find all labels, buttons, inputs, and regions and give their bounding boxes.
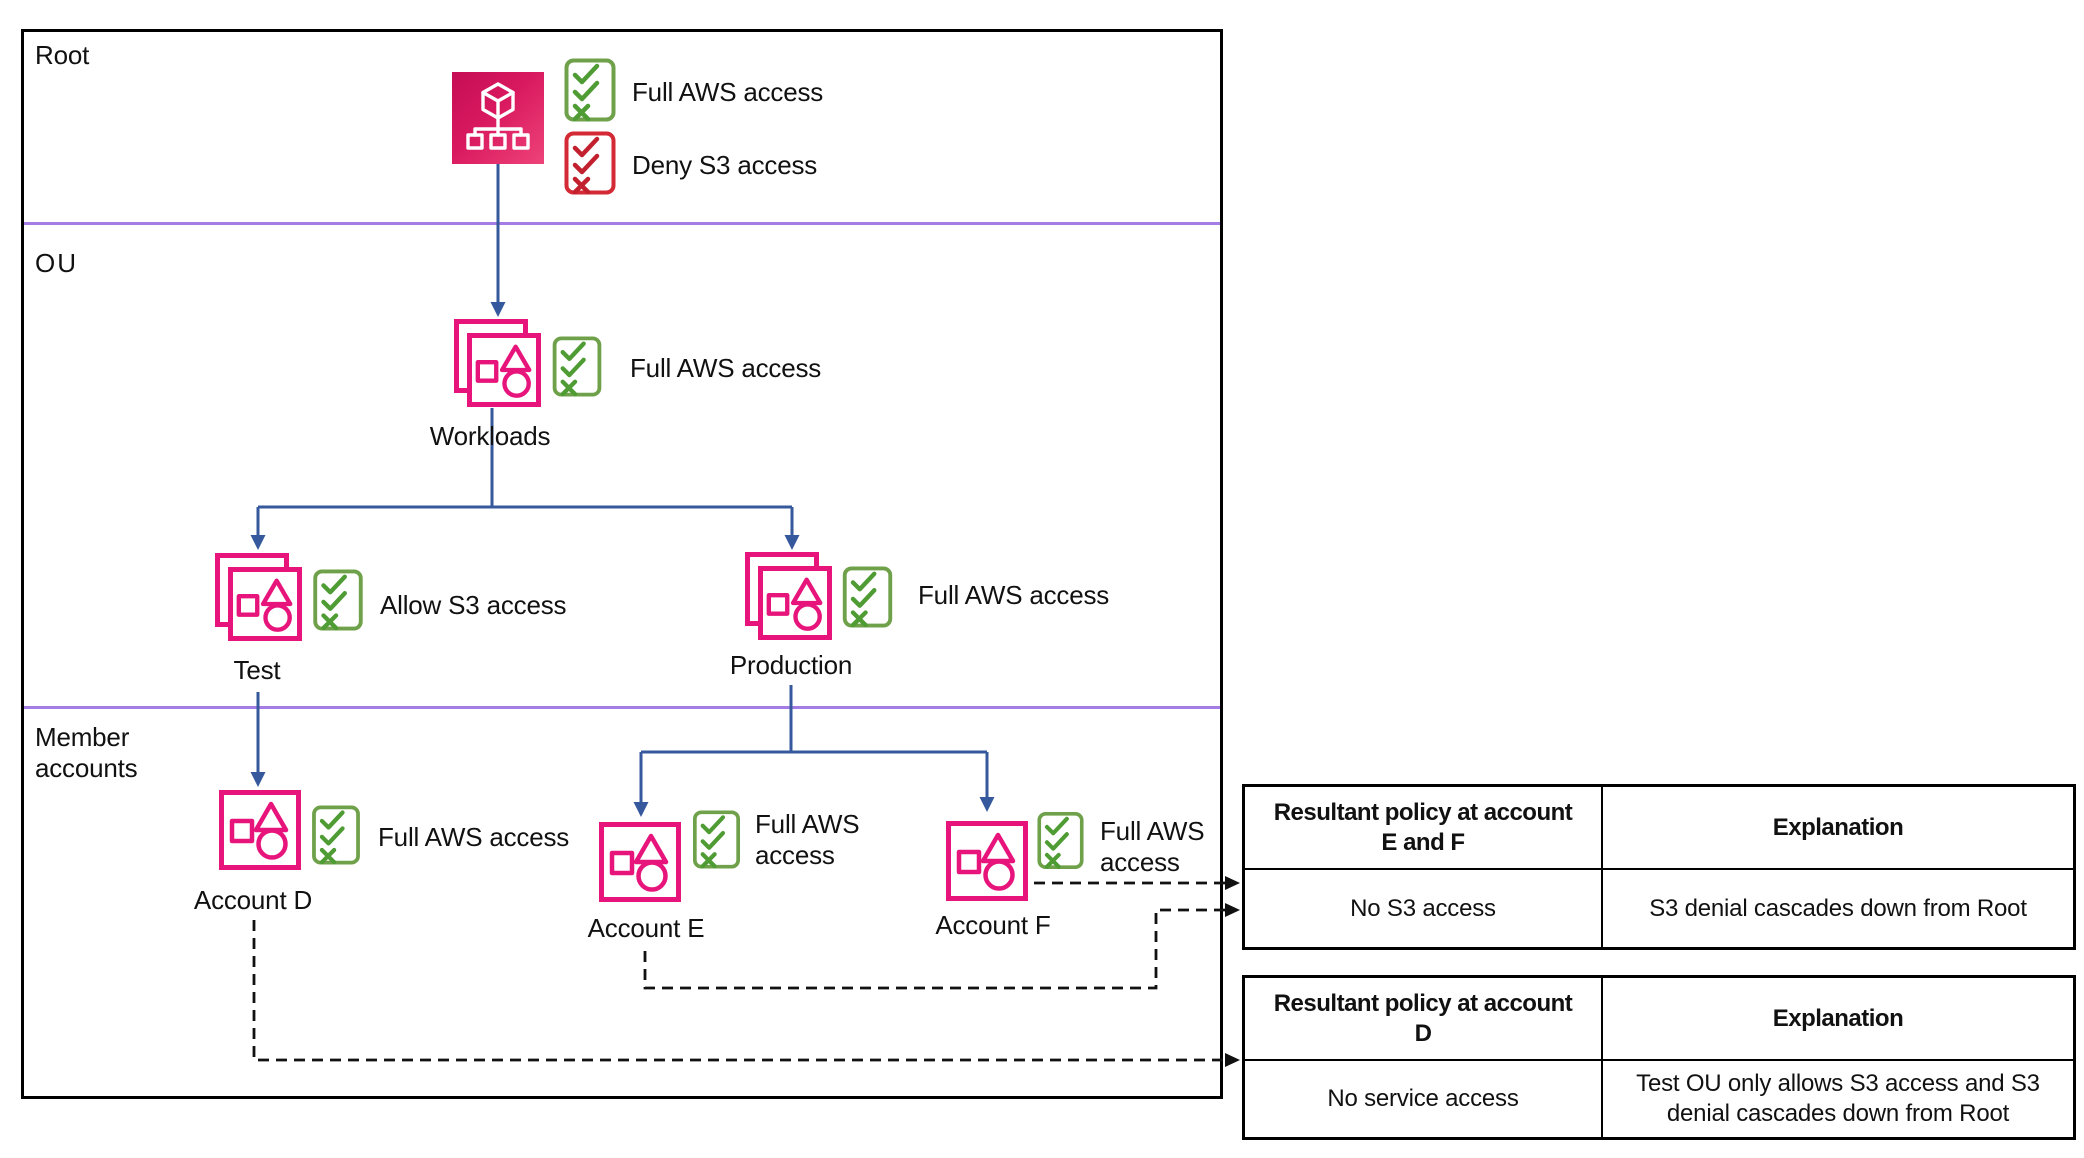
table1-header-policy-line1: Resultant policy at account: [1273, 798, 1573, 826]
table1-cell-policy: No S3 access: [1245, 868, 1601, 947]
node-label-test: Test: [233, 655, 281, 685]
ou-icon-test: [215, 553, 303, 641]
policy-label-root-allow: Full AWS access: [632, 77, 824, 107]
section-label-member-accounts: Member accounts: [35, 722, 138, 783]
policy-label-workloads: Full AWS access: [630, 353, 822, 383]
table1-header-explanation: Explanation: [1601, 787, 2073, 868]
result-table-accounts-e-f: Resultant policy at account E and F Expl…: [1242, 784, 2076, 950]
table1-header-policy: Resultant policy at account E and F: [1245, 787, 1601, 868]
policy-label-account-e: Full AWS access: [755, 809, 860, 870]
policy-label-account-f: Full AWS access: [1100, 816, 1205, 877]
account-icon-e: [599, 822, 681, 902]
ou-icon-production: [745, 552, 833, 640]
policy-allow-icon-account-d: [311, 805, 361, 865]
table1-header-policy-line2: E and F: [1381, 828, 1465, 856]
node-label-account-e: Account E: [587, 913, 705, 943]
policy-deny-icon-root: [564, 131, 616, 195]
node-label-workloads: Workloads: [429, 421, 551, 451]
table2-cell-explanation: Test OU only allows S3 access and S3 den…: [1601, 1059, 2073, 1137]
ou-icon-front-square: [467, 333, 541, 407]
table2-header-explanation: Explanation: [1601, 978, 2073, 1059]
aws-organizations-root-icon: [452, 72, 544, 164]
account-icon-f: [946, 821, 1028, 901]
root-ou-divider: [24, 222, 1220, 225]
ou-icon-workloads: [454, 319, 542, 407]
policy-label-account-d: Full AWS access: [378, 822, 570, 852]
policy-label-root-deny: Deny S3 access: [632, 150, 818, 180]
section-label-ou: OU: [35, 248, 78, 278]
policy-allow-icon-root: [564, 58, 616, 122]
result-table-account-d: Resultant policy at account D Explanatio…: [1242, 975, 2076, 1140]
ou-member-divider: [24, 706, 1220, 709]
table2-header-policy: Resultant policy at account D: [1245, 978, 1601, 1059]
policy-allow-icon-workloads: [552, 336, 602, 397]
section-label-root: Root: [35, 40, 90, 70]
node-label-production: Production: [729, 650, 853, 680]
policy-allow-icon-account-e: [692, 810, 741, 869]
policy-allow-icon-test: [312, 569, 364, 631]
table1-cell-explanation: S3 denial cascades down from Root: [1601, 868, 2073, 947]
policy-label-test: Allow S3 access: [380, 590, 567, 620]
organizations-glyph: [466, 82, 530, 150]
table2-header-policy-line2: D: [1414, 1019, 1432, 1047]
ou-icon-front-square: [228, 567, 302, 641]
policy-allow-icon-account-f: [1037, 809, 1084, 872]
node-label-account-f: Account F: [935, 910, 1051, 940]
table2-cell-policy: No service access: [1245, 1059, 1601, 1137]
ou-icon-front-square: [758, 566, 832, 640]
table2-header-policy-line1: Resultant policy at account: [1273, 989, 1573, 1017]
node-label-account-d: Account D: [193, 885, 313, 915]
policy-label-production: Full AWS access: [918, 580, 1110, 610]
account-icon-d: [219, 790, 301, 870]
policy-allow-icon-production: [842, 566, 893, 628]
